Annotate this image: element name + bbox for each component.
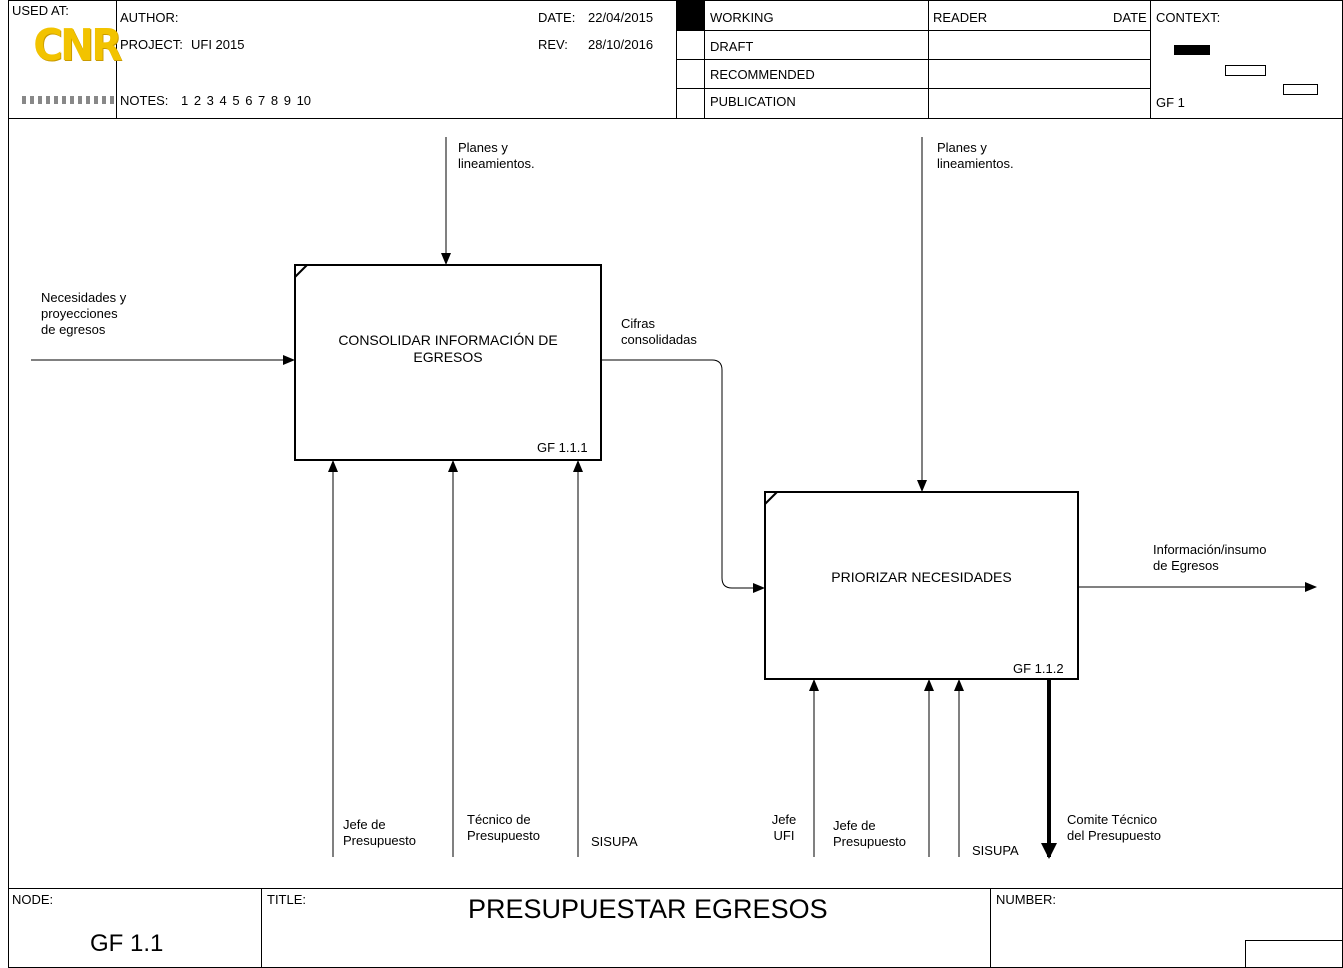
context-thumb-1: [1225, 65, 1266, 76]
control-label-1: Planes y lineamientos.: [458, 140, 535, 171]
mech-label-2c: SISUPA: [972, 843, 1019, 858]
reader-label: READER: [933, 10, 988, 25]
link-arrow-1-2: [601, 359, 765, 593]
notes-label: NOTES:: [120, 93, 169, 108]
author-label: AUTHOR:: [120, 10, 179, 25]
logo-subtext: [22, 96, 118, 104]
working-status-marker: [676, 0, 704, 30]
output-label-2: Información/insumo de Egresos: [1153, 542, 1267, 573]
context-node: GF 1: [1156, 95, 1185, 110]
date-label: DATE:: [538, 10, 576, 25]
notes-value: 1 2 3 4 5 6 7 8 9 10: [181, 93, 312, 108]
status-recommended: RECOMMENDED: [710, 67, 815, 82]
mech-label-1c: SISUPA: [591, 834, 638, 849]
activity-box-2: [764, 491, 1079, 680]
activity-2-node: GF 1.1.2: [1013, 661, 1064, 676]
rev-label: REV:: [538, 37, 568, 52]
mech-label-1b: Técnico de Presupuesto: [467, 812, 540, 843]
mech-label-2b: Jefe de Presupuesto: [833, 818, 906, 849]
context-thumb-2: [1283, 84, 1318, 95]
status-working: WORKING: [710, 10, 774, 25]
date-value: 22/04/2015: [588, 10, 654, 25]
used-at-label: USED AT:: [12, 3, 69, 18]
diagram-title: PRESUPUESTAR EGRESOS: [468, 894, 828, 924]
input-label-1: Necesidades y proyecciones de egresos: [41, 290, 127, 337]
link-label-1-2: Cifras consolidadas: [621, 316, 697, 347]
activity-2-label: PRIORIZAR NECESIDADES: [831, 569, 1012, 585]
call-label-2: Comite Técnico del Presupuesto: [1067, 812, 1161, 843]
project-value: UFI 2015: [191, 37, 245, 52]
status-publication: PUBLICATION: [710, 94, 796, 109]
node-label: NODE:: [12, 892, 54, 907]
context-label: CONTEXT:: [1156, 10, 1221, 25]
mech-label-1a: Jefe de Presupuesto: [343, 817, 416, 848]
project-label: PROJECT:: [120, 37, 183, 52]
number-label: NUMBER:: [996, 892, 1056, 907]
reader-date-label: DATE: [1113, 10, 1147, 25]
node-value: GF 1.1: [90, 930, 164, 957]
mech-label-2a: Jefe UFI: [771, 812, 797, 843]
cnr-logo: CNR: [33, 20, 122, 71]
activity-1-label: CONSOLIDAR INFORMACIÓN DE EGRESOS: [338, 332, 558, 365]
number-corner-box: [1245, 940, 1343, 968]
context-thumb-active: [1174, 45, 1210, 55]
control-label-2: Planes y lineamientos.: [937, 140, 1014, 171]
title-label: TITLE:: [267, 892, 307, 907]
rev-value: 28/10/2016: [588, 37, 654, 52]
status-draft: DRAFT: [710, 39, 754, 54]
activity-1-node: GF 1.1.1: [537, 440, 588, 455]
